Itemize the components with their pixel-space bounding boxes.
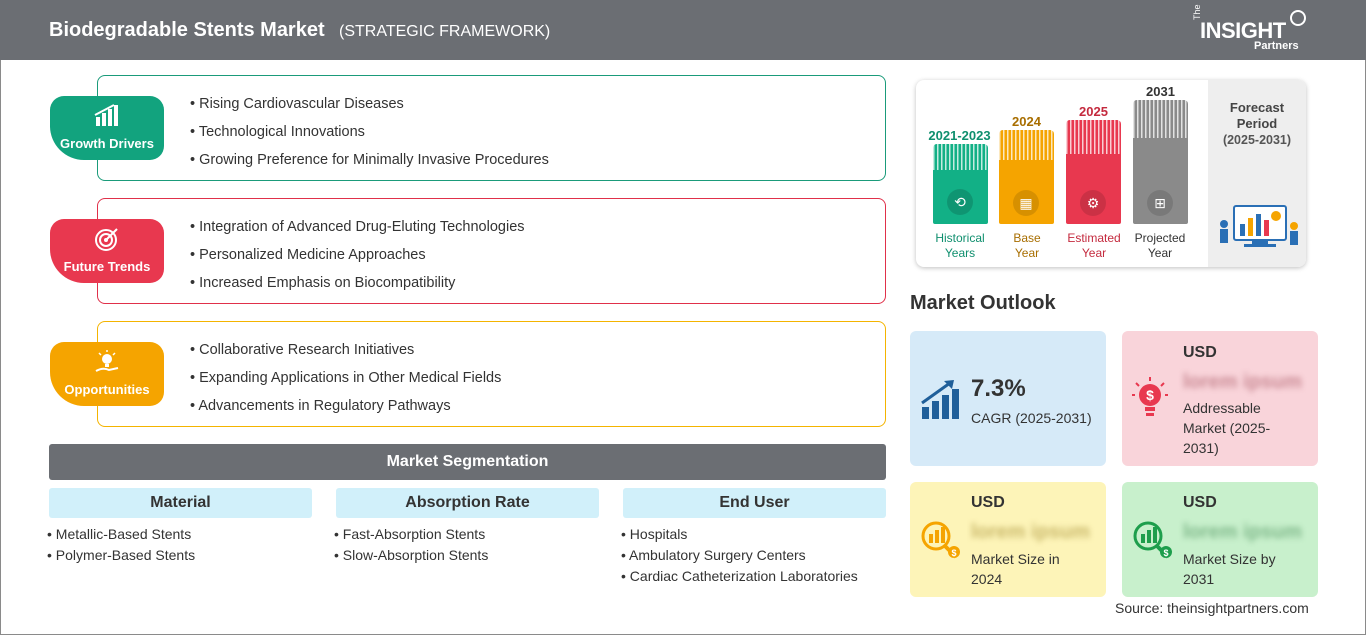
growth-chart-icon <box>50 103 164 133</box>
growth-drivers-list: Rising Cardiovascular Diseases Technolog… <box>190 96 549 180</box>
logo-ring-icon <box>1290 10 1306 26</box>
list-item: Growing Preference for Minimally Invasiv… <box>190 152 549 180</box>
svg-text:$: $ <box>1163 548 1168 558</box>
future-trends-badge: Future Trends <box>50 219 164 283</box>
cagr-box: 7.3% CAGR (2025-2031) <box>910 331 1106 466</box>
target-icon <box>50 226 164 258</box>
forecast-period-range: (2025-2031) <box>1222 133 1292 147</box>
estimate-icon: ⚙ <box>1080 190 1106 216</box>
timeline-bar-historical: ⟲ <box>933 144 988 224</box>
list-item: Advancements in Regulatory Pathways <box>190 398 501 426</box>
segment-list-absorption-rate: Fast-Absorption Stents Slow-Absorption S… <box>334 526 489 568</box>
opportunities-label: Opportunities <box>64 382 150 397</box>
timeline-bar-projected: ⊞ <box>1133 100 1188 224</box>
addressable-usd: USD <box>1183 344 1217 361</box>
future-trends-list: Integration of Advanced Drug-Eluting Tec… <box>190 219 525 303</box>
forecast-period-panel: Forecast Period (2025-2031) <box>1208 80 1306 267</box>
list-item: Increased Emphasis on Biocompatibility <box>190 275 525 303</box>
market-outlook-title: Market Outlook <box>910 292 1056 314</box>
list-item: Slow-Absorption Stents <box>334 547 489 568</box>
list-item: Fast-Absorption Stents <box>334 526 488 547</box>
lightbulb-hand-icon <box>50 349 164 383</box>
opportunities-badge: Opportunities <box>50 342 164 406</box>
history-icon: ⟲ <box>947 189 973 215</box>
opportunities-card: Collaborative Research Initiatives Expan… <box>97 321 886 427</box>
list-item: Polymer-Based Stents <box>47 547 195 568</box>
svg-text:$: $ <box>1146 387 1154 403</box>
page-subtitle: (STRATEGIC FRAMEWORK) <box>339 23 551 40</box>
segment-head-end-user: End User <box>623 488 886 518</box>
opportunities-list: Collaborative Research Initiatives Expan… <box>190 342 501 426</box>
list-item: Cardiac Catheterization Laboratories <box>621 568 858 589</box>
list-item: Technological Innovations <box>190 124 549 152</box>
list-item: Expanding Applications in Other Medical … <box>190 370 501 398</box>
calendar-icon: ▦ <box>1013 190 1039 216</box>
market-segmentation-bar: Market Segmentation <box>49 444 886 480</box>
list-item: Rising Cardiovascular Diseases <box>190 96 549 124</box>
market-size-2031-usd: USD <box>1183 494 1217 511</box>
list-item: Integration of Advanced Drug-Eluting Tec… <box>190 219 524 247</box>
forecast-period-label: Forecast Period <box>1229 100 1285 131</box>
insight-partners-logo[interactable]: The INSIGHT Partners <box>1190 4 1310 54</box>
growth-drivers-card: Rising Cardiovascular Diseases Technolog… <box>97 75 886 181</box>
timeline-year-historical: 2021-2023 <box>928 128 991 143</box>
svg-text:$: $ <box>951 548 956 558</box>
list-item: Collaborative Research Initiatives <box>190 342 501 370</box>
magnifier-chart-icon: $ <box>918 518 962 567</box>
future-trends-label: Future Trends <box>63 259 151 274</box>
addressable-value: lorem ipsum <box>1183 371 1302 393</box>
timeline-year-estimated: 2025 <box>1079 104 1108 119</box>
logo-insight: INSIGHT <box>1200 18 1286 43</box>
addressable-market-box: $ USD lorem ipsum Addressable Market (20… <box>1122 331 1318 466</box>
source-link[interactable]: Source: theinsightpartners.com <box>1115 600 1309 616</box>
cagr-value: 7.3% <box>971 375 1026 402</box>
magnifier-chart-icon: $ <box>1130 518 1174 567</box>
growth-drivers-badge: Growth Drivers <box>50 96 164 160</box>
timeline-year-base: 2024 <box>1012 114 1041 129</box>
list-item: Metallic-Based Stents <box>47 526 195 547</box>
list-item: Ambulatory Surgery Centers <box>621 547 858 568</box>
timeline-year-projected: 2031 <box>1146 84 1175 99</box>
timeline-bar-estimated: ⚙ <box>1066 120 1121 224</box>
market-size-2031-box: $ USD lorem ipsum Market Size by 2031 <box>1122 482 1318 597</box>
segment-list-end-user: Hospitals Ambulatory Surgery Centers Car… <box>621 526 858 589</box>
growth-drivers-label: Growth Drivers <box>60 136 154 151</box>
projection-icon: ⊞ <box>1147 190 1173 216</box>
list-item: Personalized Medicine Approaches <box>190 247 525 275</box>
segment-head-material: Material <box>49 488 312 518</box>
page-title: Biodegradable Stents Market <box>49 19 325 41</box>
market-size-2024-value: lorem ipsum <box>971 521 1090 543</box>
addressable-label: Addressable Market (2025-2031) <box>1183 400 1271 456</box>
logo-partners: Partners <box>1254 40 1299 52</box>
future-trends-card: Integration of Advanced Drug-Eluting Tec… <box>97 198 886 304</box>
segment-list-material: Metallic-Based Stents Polymer-Based Sten… <box>47 526 195 568</box>
timeline-bar-base: ▦ <box>999 130 1054 224</box>
market-size-2024-label: Market Size in 2024 <box>971 551 1060 587</box>
market-size-2024-box: $ USD lorem ipsum Market Size in 2024 <box>910 482 1106 597</box>
list-item: Hospitals <box>621 526 858 547</box>
dollar-bulb-icon: $ <box>1130 375 1170 426</box>
segment-head-absorption-rate: Absorption Rate <box>336 488 599 518</box>
analytics-illustration-icon <box>1212 198 1302 259</box>
market-size-2031-label: Market Size by 2031 <box>1183 551 1276 587</box>
growth-chart-icon <box>920 377 964 426</box>
cagr-label: CAGR (2025-2031) <box>971 410 1092 426</box>
market-size-2024-usd: USD <box>971 494 1005 511</box>
market-size-2031-value: lorem ipsum <box>1183 521 1302 543</box>
header-bar: Biodegradable Stents Market (STRATEGIC F… <box>0 0 1366 60</box>
